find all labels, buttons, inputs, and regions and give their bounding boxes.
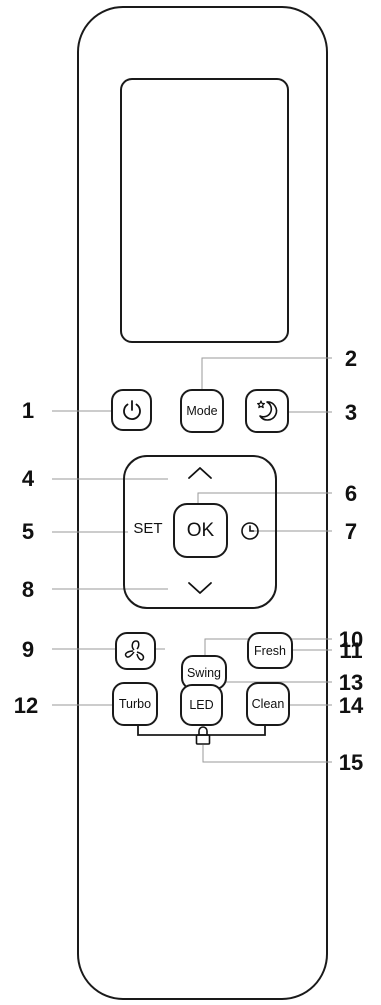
power-icon (122, 400, 141, 421)
fan-button[interactable] (115, 632, 156, 670)
callout-9: 9 (21, 637, 35, 662)
led-label: LED (189, 698, 214, 712)
callout-10: 10 (338, 627, 364, 652)
mode-label: Mode (186, 404, 218, 418)
callout-2: 2 (344, 346, 358, 371)
callout-3: 3 (344, 400, 358, 425)
down-arrow-icon[interactable] (186, 579, 214, 597)
callout-5: 5 (21, 519, 35, 544)
clean-button[interactable]: Clean (246, 682, 290, 726)
callout-1: 1 (21, 398, 35, 423)
power-button[interactable] (111, 389, 152, 431)
callout-4: 4 (21, 466, 35, 491)
display-screen (120, 78, 289, 343)
callout-8: 8 (21, 577, 35, 602)
callout-12: 12 (13, 693, 39, 718)
callout-14: 14 (338, 693, 364, 718)
callout-6: 6 (344, 481, 358, 506)
callout-7: 7 (344, 519, 358, 544)
led-button[interactable]: LED (180, 684, 223, 726)
callout-13: 13 (338, 670, 364, 695)
lock-icon (195, 726, 211, 745)
callout-11: 11 (339, 638, 363, 663)
fan-icon (124, 640, 144, 661)
fresh-button[interactable]: Fresh (247, 632, 293, 669)
ok-label: OK (186, 519, 215, 541)
clock-icon[interactable] (240, 521, 260, 541)
up-arrow-icon[interactable] (186, 464, 214, 482)
mode-button[interactable]: Mode (180, 389, 224, 433)
moon-star-icon (257, 400, 278, 421)
turbo-button[interactable]: Turbo (112, 682, 158, 726)
sleep-button[interactable] (245, 389, 289, 433)
set-button[interactable]: SET (126, 520, 170, 537)
fresh-label: Fresh (254, 643, 286, 658)
set-label: SET (133, 520, 163, 537)
callout-15: 15 (338, 750, 364, 775)
ok-button[interactable]: OK (173, 503, 228, 558)
turbo-label: Turbo (118, 697, 152, 711)
dpad[interactable] (123, 455, 277, 609)
clean-label: Clean (251, 697, 285, 711)
swing-label: Swing (186, 665, 222, 680)
